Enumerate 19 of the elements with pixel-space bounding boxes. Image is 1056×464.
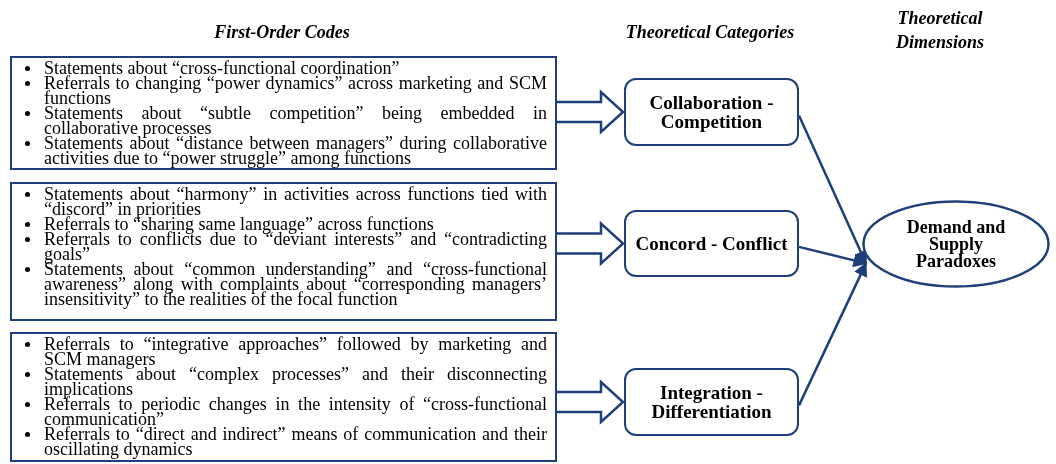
code-list-box [10,332,557,462]
category-label: Collaboration - Competition [648,93,775,131]
category-box [624,78,799,146]
block-arrow [555,220,625,267]
arrow [797,262,868,406]
code-list-box [10,56,557,170]
block-arrow [555,89,625,135]
arrow [797,114,868,265]
category-label: Concord - Conflict [635,234,788,253]
column-heading: Theoretical Dimensions [895,7,985,54]
category-box [624,368,799,436]
block-arrow [555,379,625,425]
category-label: Integration - Differentiation [650,383,773,421]
arrow [798,245,868,268]
code-list-box [10,182,557,321]
column-heading: Theoretical Categories [624,21,796,44]
column-heading: First-Order Codes [213,21,351,44]
dimension-label: Demand and Supply Paradoxes [905,218,1007,270]
category-box [624,210,799,277]
